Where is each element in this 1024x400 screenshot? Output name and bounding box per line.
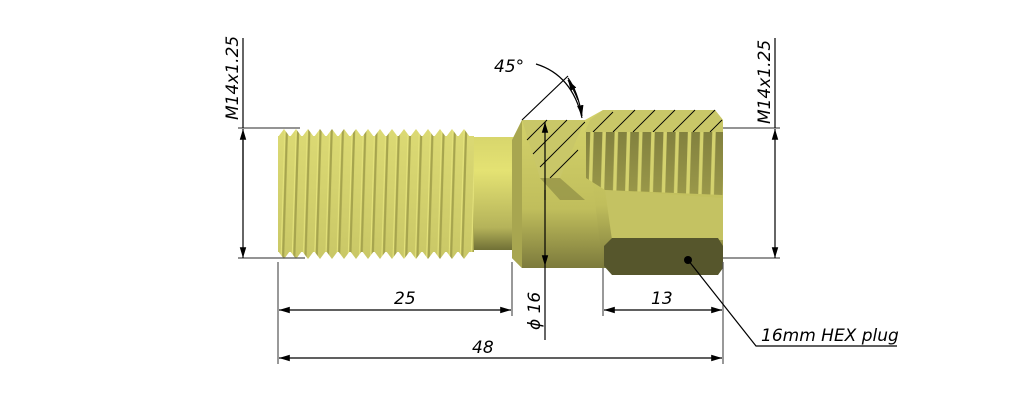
right-thread-dimension: M14x1.25 <box>723 38 780 259</box>
internal-thread <box>586 132 723 195</box>
hex-length-label: 13 <box>651 289 673 309</box>
hex-plug-callout: 16mm HEX plug <box>684 256 899 347</box>
left-thread-dimension: M14x1.25 <box>223 36 305 259</box>
left-male-thread <box>278 129 474 259</box>
total-length-label: 48 <box>472 338 494 358</box>
diameter-label: ϕ 16 <box>525 292 545 330</box>
chamfer-angle-dimension: 45° <box>494 57 584 121</box>
total-length-dimension: 48 <box>279 338 722 362</box>
angle-label: 45° <box>494 57 524 77</box>
callout-label: 16mm HEX plug <box>761 326 899 346</box>
right-thread-label: M14x1.25 <box>755 40 775 124</box>
thread-length-label: 25 <box>394 289 416 309</box>
hex-body <box>585 109 723 275</box>
hex-face <box>604 238 723 275</box>
diameter-dimension: ϕ 16 <box>525 122 549 340</box>
thread-length-dimension: 25 <box>277 262 513 364</box>
neck-relief <box>474 137 514 250</box>
hex-length-dimension: 13 <box>602 262 724 364</box>
left-thread-label: M14x1.25 <box>223 36 243 120</box>
cone-seat-body <box>512 119 605 268</box>
